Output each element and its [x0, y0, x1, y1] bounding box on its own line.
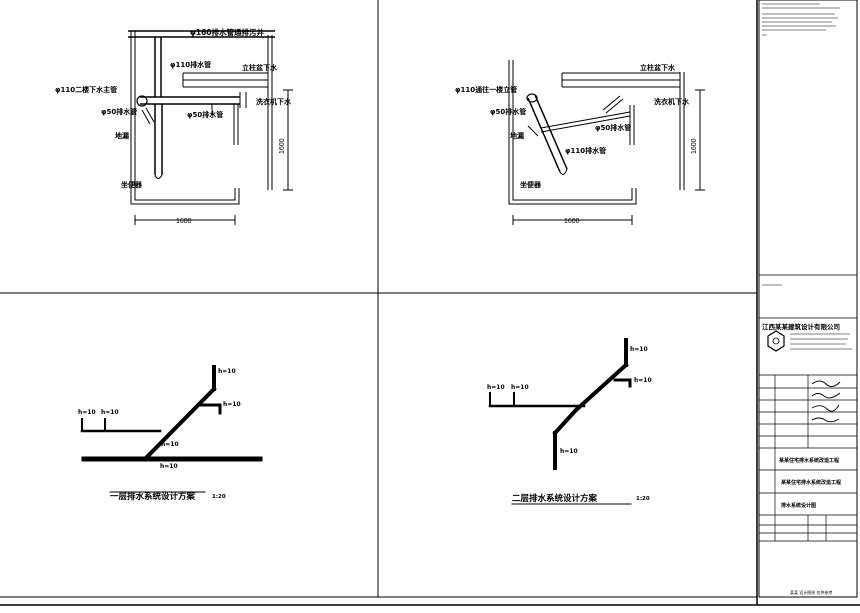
label-pipe-50-b: φ50排水管 [187, 110, 223, 119]
signature [811, 380, 841, 387]
tag-l2: h=10 [101, 409, 119, 416]
tag-bottom: h=10 [560, 448, 578, 455]
project-subtitle: 某某住宅排水系统改造工程 [780, 479, 841, 486]
label-washer-drain: 洗衣机下水 [654, 97, 690, 106]
plan-left-labels: φ160排水管通排污井 φ110排水管 立柱盆下水 φ110二楼下水主管 洗衣机… [55, 27, 292, 225]
tag-top: h=10 [218, 368, 236, 375]
label-pipe-50-a: φ50排水管 [101, 107, 137, 116]
label-pipe-160: φ160排水管通排污井 [190, 27, 265, 37]
tag-l2: h=10 [511, 384, 529, 391]
drawing-title: 二层排水系统设计方案 [512, 493, 598, 504]
drawing-name: 排水系统设计图 [781, 502, 816, 509]
tag-bend: h=10 [161, 441, 179, 448]
tag-l1: h=10 [78, 409, 96, 416]
company-logo [767, 330, 785, 352]
label-floor-drain: 地漏 [510, 131, 524, 140]
tag-l1: h=10 [487, 384, 505, 391]
label-toilet: 坐便器 [520, 180, 542, 189]
label-pipe-50-b: φ50排水管 [595, 123, 631, 132]
title-block-notes [762, 3, 840, 36]
iso-left-labels: h=10 h=10 h=10 h=10 h=10 h=10 一层排水系统设计方案… [78, 368, 241, 502]
drawing-scale: 1:20 [636, 496, 650, 502]
signature [811, 392, 841, 399]
drawing-scale: 1:20 [212, 494, 226, 500]
iso-right-piping [488, 338, 632, 505]
drawing-title: 一层排水系统设计方案 [110, 491, 196, 502]
label-column-basin: 立柱盆下水 [242, 63, 278, 72]
title-block [758, 0, 858, 598]
plan-left [128, 30, 293, 225]
signature [811, 417, 840, 423]
label-main-riser: φ110二楼下水主管 [55, 85, 117, 94]
label-main-riser: φ110通往一楼立管 [455, 85, 517, 94]
label-pipe-50-a: φ50排水管 [490, 107, 526, 116]
tag-mid: h=10 [634, 377, 652, 384]
label-pipe-110: φ110排水管 [565, 146, 606, 155]
iso-left-piping [80, 365, 263, 493]
dim-vertical: 1600 [279, 138, 286, 154]
tag-top: h=10 [630, 346, 648, 353]
title-block-text: 江西某某建筑设计有限公司 某某住宅排水系统改造工程 某某住宅排水系统改造工程 排… [762, 322, 841, 595]
label-pipe-110: φ110排水管 [170, 60, 211, 69]
tag-mid: h=10 [223, 401, 241, 408]
label-toilet: 坐便器 [121, 180, 143, 189]
tag-floor: h=10 [160, 463, 178, 470]
dim-horizontal: 1600 [564, 218, 580, 225]
plan-right-labels: 立柱盆下水 φ110通往一楼立管 洗衣机下水 φ50排水管 φ50排水管 地漏 … [455, 63, 698, 225]
label-floor-drain: 地漏 [115, 131, 129, 140]
footer-note: 某某 设计图纸 仅供参考 [790, 589, 833, 595]
company-name: 江西某某建筑设计有限公司 [762, 322, 840, 331]
dim-horizontal: 1600 [176, 218, 192, 225]
label-washer-drain: 洗衣机下水 [256, 97, 292, 106]
signature [811, 404, 840, 412]
dim-vertical: 1600 [691, 138, 698, 154]
plan-right [508, 60, 705, 225]
project-name: 某某住宅排水系统改造工程 [778, 457, 839, 464]
iso-right-labels: h=10 h=10 h=10 h=10 h=10 二层排水系统设计方案 1:20 [487, 346, 652, 504]
label-column-basin: 立柱盆下水 [640, 63, 676, 72]
